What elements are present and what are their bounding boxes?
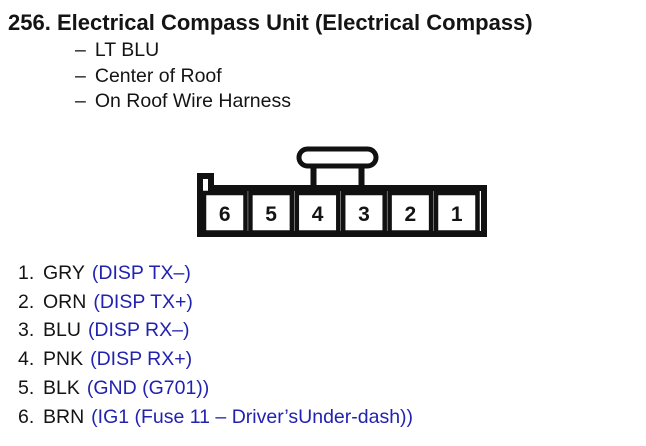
dash: – [75, 64, 86, 87]
pin-row: 3. BLU (DISP RX–) [18, 317, 413, 346]
pin-cavity [340, 190, 387, 235]
signal-label: (GND (G701)) [86, 377, 210, 400]
connector-lock-tab [296, 146, 379, 169]
wire-color: BLU [43, 319, 81, 342]
section-header: 256. Electrical Compass Unit (Electrical… [8, 10, 533, 36]
wire-color: GRY [43, 261, 85, 284]
note-label: LT BLU [94, 39, 160, 62]
pin-cavity-number: 5 [265, 203, 277, 226]
pin-cavity [201, 190, 248, 235]
pin-cavity-number: 1 [451, 203, 463, 226]
pin-number: 4. [18, 348, 35, 371]
pin-row: 2. ORN (DISP TX+) [18, 288, 413, 317]
connector-diagram: 6 5 4 3 2 1 [197, 146, 487, 237]
pin-number: 5. [18, 377, 35, 400]
note-label: Center of Roof [94, 64, 222, 87]
signal-label: (DISP RX+) [90, 348, 193, 371]
pin-row: 6. BRN (IG1 (Fuse 11 – Driver’sUnder-das… [18, 403, 413, 432]
pin-list: 1. GRY (DISP TX–) 2. ORN (DISP TX+) 3. B… [18, 259, 413, 432]
pin-number: 6. [18, 405, 35, 428]
pin-cavity [387, 190, 434, 235]
pin-cavity-number: 6 [219, 203, 231, 226]
pin-number: 1. [18, 261, 35, 284]
wire-color: ORN [43, 290, 87, 313]
pin-cavity [433, 190, 480, 235]
pin-cavity-number: 3 [358, 203, 370, 226]
pin-number: 2. [18, 290, 35, 313]
signal-label: (DISP TX–) [91, 261, 191, 284]
signal-label: (DISP RX–) [87, 319, 190, 342]
signal-label: (DISP TX+) [93, 290, 193, 313]
pin-cavity-number: 4 [312, 203, 324, 226]
note-item: – LT BLU [75, 38, 291, 64]
pin-row: 4. PNK (DISP RX+) [18, 345, 413, 374]
pin-row: 5. BLK (GND (G701)) [18, 374, 413, 403]
page-title: Electrical Compass Unit (Electrical Comp… [57, 10, 533, 35]
pin-cavity-number: 2 [405, 203, 417, 226]
pin-number: 3. [18, 319, 35, 342]
notes-list: – LT BLU – Center of Roof – On Roof Wire… [75, 38, 291, 115]
signal-label: (IG1 (Fuse 11 – Driver’sUnder-dash)) [91, 405, 414, 428]
wire-color: PNK [43, 348, 84, 371]
dash: – [75, 90, 86, 113]
note-item: – On Roof Wire Harness [75, 89, 291, 115]
wire-color: BRN [43, 405, 85, 428]
pin-cavity [294, 190, 341, 235]
dash: – [75, 39, 86, 62]
wire-color: BLK [43, 377, 80, 400]
pin-row: 1. GRY (DISP TX–) [18, 259, 413, 288]
note-item: – Center of Roof [75, 64, 291, 90]
section-number: 256. [8, 10, 51, 35]
note-label: On Roof Wire Harness [94, 90, 292, 113]
pin-cavity [248, 190, 295, 235]
